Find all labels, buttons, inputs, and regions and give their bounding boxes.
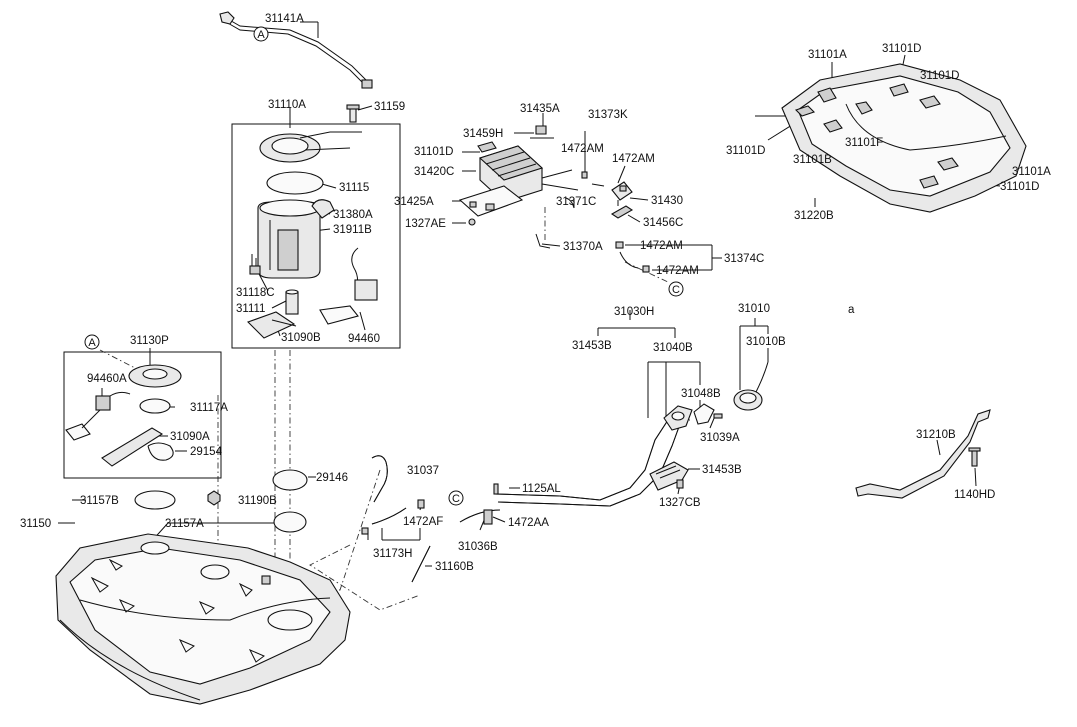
callout-a-top: A [257, 29, 265, 41]
label-31101A-a: 31101A [808, 49, 847, 61]
label-31150: 31150 [20, 518, 51, 530]
label-31010: 31010 [738, 303, 770, 315]
label-31048B: 31048B [681, 388, 721, 400]
label-31010B: 31010B [746, 336, 786, 348]
label-31039A: 31039A [700, 432, 740, 444]
label-31459H: 31459H [463, 128, 503, 140]
label-31370A: 31370A [563, 241, 603, 253]
label-31040B: 31040B [653, 342, 693, 354]
label-31115: 31115 [339, 182, 369, 194]
label-31090A: 31090A [170, 431, 210, 443]
label-31101F: 31101F [845, 137, 883, 149]
label-31101D-canister: 31101D [414, 146, 453, 158]
label-31101D-a: 31101D [882, 43, 921, 55]
label-31456C: 31456C [643, 217, 683, 229]
label-31101D-b: 31101D [920, 70, 959, 82]
label-29146: 29146 [316, 472, 348, 484]
label-31430: 31430 [651, 195, 683, 207]
callout-c-filler: C [452, 493, 460, 505]
tank-strap-31210B [855, 409, 991, 499]
label-29154: 29154 [190, 446, 223, 458]
label-31130P: 31130P [130, 335, 169, 347]
label-31159: 31159 [374, 101, 405, 113]
callout-c-canister: C [672, 284, 680, 296]
label-31036B: 31036B [458, 541, 498, 553]
label-31090B: 31090B [281, 332, 321, 344]
label-1125AL: 1125AL [522, 483, 561, 495]
label-31030H: 31030H [614, 306, 654, 318]
callout-circles: A A C C [84, 26, 684, 506]
label-1472AM-c: 1472AM [640, 240, 683, 252]
loose-gaskets [134, 469, 308, 533]
label-1472AA: 1472AA [508, 517, 549, 529]
callout-a-sender: A [88, 337, 96, 349]
label-1472AM-a: 1472AM [561, 143, 604, 155]
label-31117A: 31117A [190, 402, 228, 414]
label-31435A: 31435A [520, 103, 560, 115]
fuel-pump-module-box [231, 104, 401, 349]
label-1327CB: 1327CB [659, 497, 701, 509]
label-31190B: 31190B [238, 495, 277, 507]
label-94460A: 94460A [87, 373, 127, 385]
fuel-tank-31150 [55, 533, 351, 705]
fuel-feed-line-31141A [219, 11, 373, 89]
label-31425A: 31425A [394, 196, 434, 208]
label-31453B-b: 31453B [702, 464, 742, 476]
filler-neck-assembly [459, 361, 769, 525]
label-1327AE: 1327AE [405, 218, 446, 230]
part-labels: 31141A 31110A 31159 31115 31380A 31911B … [20, 13, 1051, 573]
label-94460: 94460 [348, 333, 380, 345]
label-31141A: 31141A [265, 13, 304, 25]
label-31111: 31111 [236, 303, 265, 315]
label-31101B: 31101B [793, 154, 832, 166]
label-1472AM-d: 1472AM [656, 265, 699, 277]
vent-hoses [361, 455, 431, 583]
canister-assembly [458, 125, 650, 273]
label-31911B: 31911B [333, 224, 372, 236]
label-31453B-a: 31453B [572, 340, 612, 352]
label-1140HD: 1140HD [954, 489, 995, 501]
label-31380A: 31380A [333, 209, 373, 221]
label-31374C: 31374C [724, 253, 764, 265]
label-31118C: 31118C [236, 287, 275, 299]
label-a: a [848, 304, 855, 316]
label-31110A: 31110A [268, 99, 306, 111]
label-31101D-d: 31101D [726, 145, 765, 157]
label-1472AM-b: 1472AM [612, 153, 655, 165]
label-31371C: 31371C [556, 196, 596, 208]
label-31101D-e: 31101D [1000, 181, 1039, 193]
label-31210B: 31210B [916, 429, 956, 441]
label-31157A: 31157A [165, 518, 204, 530]
protector-tank-view [781, 63, 1027, 213]
label-31160B: 31160B [435, 561, 474, 573]
label-31157B: 31157B [80, 495, 119, 507]
label-31173H: 31173H [373, 548, 412, 560]
label-31037: 31037 [407, 465, 439, 477]
label-1472AF: 1472AF [403, 516, 443, 528]
label-31220B: 31220B [794, 210, 834, 222]
label-31420C: 31420C [414, 166, 454, 178]
level-sender-box [63, 349, 222, 479]
label-31373K: 31373K [588, 109, 628, 121]
label-31101A-b: 31101A [1012, 166, 1051, 178]
